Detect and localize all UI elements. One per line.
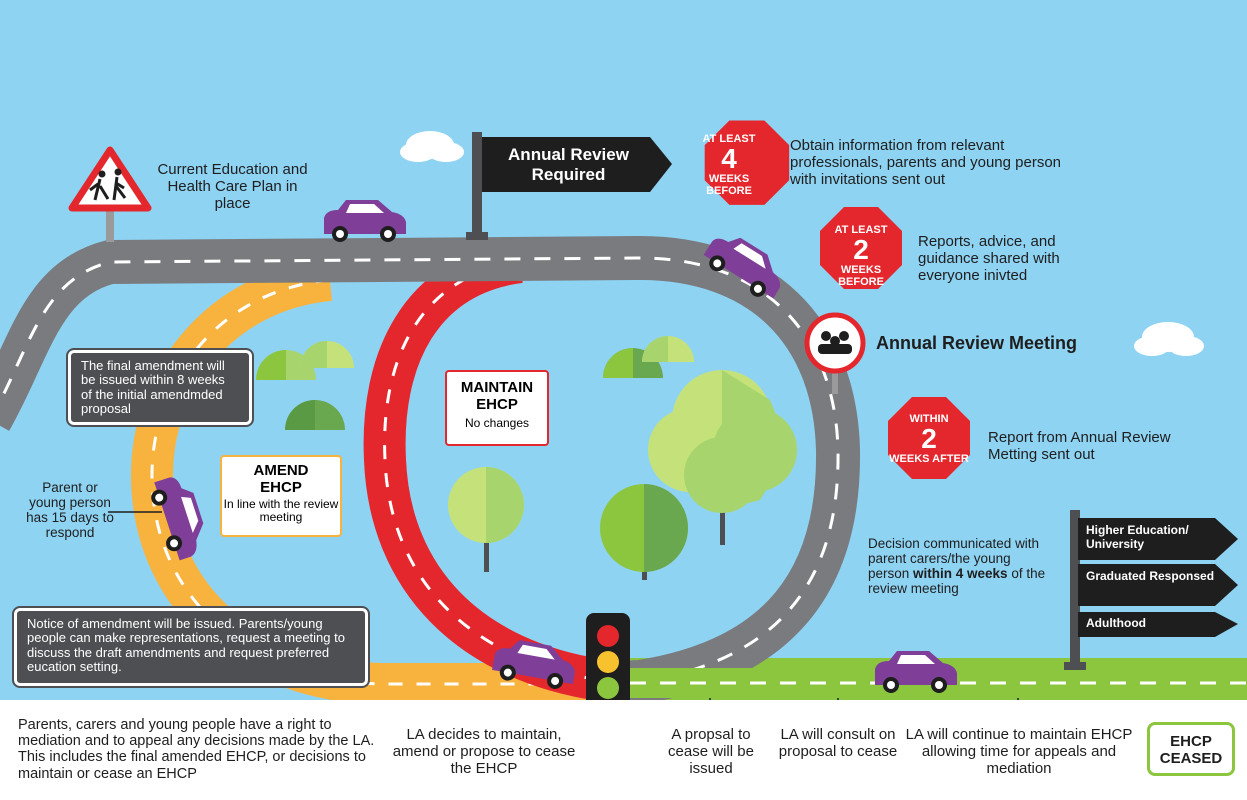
bush-icon [256,341,354,430]
tree-icon [448,467,524,572]
respond-text: Parent or young person has 15 days to re… [26,480,114,541]
signpost-graduated: Graduated Responsed [1086,569,1215,583]
bush-icon [603,336,694,378]
consult-text: LA will consult on proposal to cease [778,726,898,760]
amend-title: AMEND EHCP [253,462,309,496]
car-icon [492,640,575,689]
stop-sign-1 [704,120,790,205]
tree-icon [600,484,688,580]
cloud-icon [400,131,464,162]
ehcp-ceased-box: EHCP CEASED [1147,722,1235,776]
people-meeting-icon [804,312,866,394]
signpost-higher-education: Higher Education/ University [1086,523,1189,551]
maintain-title: MAINTAIN EHCP [460,379,534,413]
la-decides-text: LA decides to maintain, amend or propose… [392,726,576,777]
stop-sign-2 [820,207,902,289]
stop-desc-1: Obtain information from relevant profess… [790,137,1062,188]
signpost-adulthood: Adulthood [1086,616,1146,630]
signpost [1064,510,1238,670]
start-text: Current Education and Health Care Plan i… [157,161,308,212]
car-icon [324,200,406,242]
stop-desc-2: Reports, advice, and guidance shared wit… [918,233,1060,284]
children-crossing-icon [68,146,152,242]
continue-text: LA will continue to maintain EHCP allowi… [905,726,1133,777]
annual-review-label: Annual Review Required [508,145,629,184]
final-amendment-box: The final amendment will be issued withi… [66,348,254,427]
stop-desc-3: Report from Annual Review Metting sent o… [988,429,1171,463]
maintain-sub: No changes [464,416,530,430]
amend-sub: In line with the review meeting [223,497,339,524]
tree-icon [648,370,797,545]
car-icon [875,651,957,693]
decision-text: Decision communicated with parent carers… [868,536,1046,597]
stop-sign-3 [888,397,970,479]
notice-box: Notice of amendment will be issued. Pare… [12,606,370,688]
car-icon [703,237,781,299]
bottom-band [0,700,1247,800]
meeting-label: Annual Review Meeting [876,333,1078,353]
cloud-icon [1134,322,1204,356]
car-icon [151,477,204,561]
mediation-text: Parents, carers and young people have a … [18,717,375,782]
proposal-text: A propsal to cease will be issued [668,726,754,777]
maintain-box: MAINTAIN EHCP No changes [445,370,549,446]
amend-box: AMEND EHCP In line with the review meeti… [220,455,342,537]
annual-review-flag [466,132,672,240]
